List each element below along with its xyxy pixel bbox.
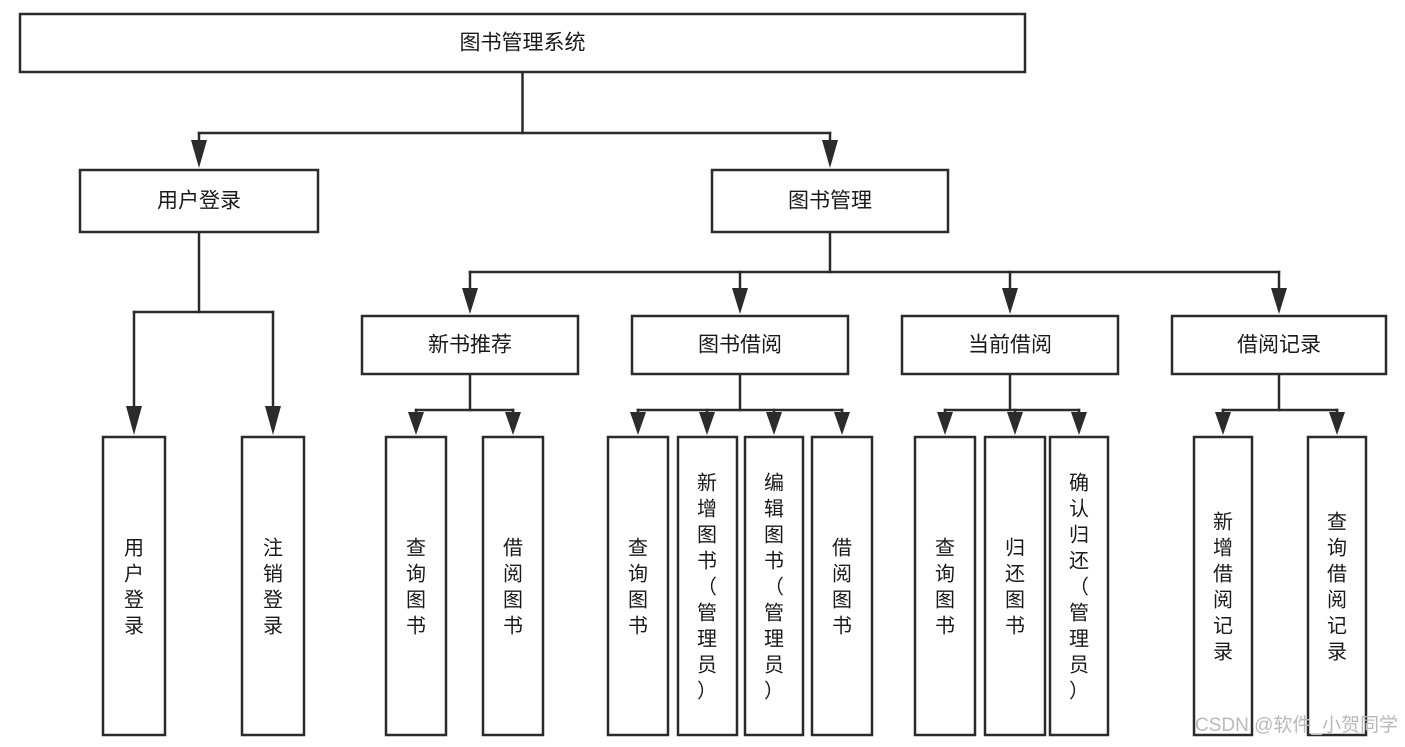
- arrowhead-book-borrow: [732, 288, 748, 314]
- node-user-login-box: [78, 168, 320, 234]
- node-leaf-query-borrow-record-label: 查询借阅记录: [1327, 510, 1347, 663]
- node-leaf-query-borrow-record[interactable]: 查询借阅记录: [1306, 435, 1368, 737]
- node-current-borrow-label: 当前借阅: [968, 334, 1052, 357]
- arrowhead-leaf-edit-book: [766, 412, 782, 435]
- node-leaf-add-book[interactable]: 新增图书（管理员）: [676, 435, 739, 737]
- arrowhead-leaf-confirm-return: [1071, 412, 1087, 435]
- arrowhead-leaf-return-book: [1007, 412, 1023, 435]
- node-leaf-borrow-book-rec-label: 借阅图书: [503, 536, 523, 637]
- node-borrow-records[interactable]: 借阅记录: [1170, 314, 1388, 376]
- node-leaf-query-book-current-box: [913, 435, 977, 737]
- node-book-manage-label: 图书管理: [788, 190, 872, 213]
- node-leaf-add-borrow-record-box: [1192, 435, 1254, 737]
- node-user-login-label: 用户登录: [157, 190, 241, 213]
- arrowhead-leaf-query-book-borrow: [630, 412, 646, 435]
- node-leaf-user-logout-label: 注销登录: [263, 536, 283, 637]
- node-leaf-user-login-label: 用户登录: [124, 537, 144, 637]
- node-book-borrow-box: [630, 314, 850, 376]
- arrowhead-new-book-recommend: [462, 288, 478, 314]
- arrowhead-user-login: [191, 140, 207, 168]
- csdn-watermark: CSDN @软件_小贺同学: [1195, 714, 1398, 736]
- node-leaf-return-book-box: [983, 435, 1047, 737]
- node-leaf-user-logout[interactable]: 注销登录: [240, 435, 306, 737]
- node-book-borrow-label: 图书借阅: [698, 334, 782, 357]
- node-leaf-user-login[interactable]: 用户登录: [101, 435, 167, 737]
- arrowhead-leaf-add-book: [699, 412, 715, 435]
- node-leaf-query-book-current[interactable]: 查询图书: [913, 435, 977, 737]
- node-leaf-query-book-rec[interactable]: 查询图书: [384, 435, 448, 737]
- node-leaf-confirm-return[interactable]: 确认归还（管理员）: [1048, 435, 1110, 737]
- node-book-borrow[interactable]: 图书借阅: [630, 314, 850, 376]
- node-leaf-query-book-borrow-label: 查询图书: [628, 536, 648, 637]
- node-leaf-edit-book[interactable]: 编辑图书（管理员）: [743, 435, 805, 737]
- arrowhead-leaf-query-book-rec: [408, 412, 424, 435]
- arrowhead-book-manage: [822, 140, 838, 168]
- node-leaf-add-book-box: [676, 435, 739, 737]
- node-root[interactable]: 图书管理系统: [18, 12, 1027, 74]
- arrowhead-leaf-query-borrow-record: [1329, 412, 1345, 435]
- arrowhead-leaf-borrow-book-rec: [505, 412, 521, 435]
- node-root-box: [18, 12, 1027, 74]
- node-user-login[interactable]: 用户登录: [78, 168, 320, 234]
- node-book-manage-box: [710, 168, 950, 234]
- node-borrow-records-label: 借阅记录: [1237, 334, 1321, 357]
- node-leaf-query-book-borrow-box: [606, 435, 670, 737]
- node-leaf-borrow-book-label: 借阅图书: [832, 536, 852, 637]
- node-leaf-add-borrow-record[interactable]: 新增借阅记录: [1192, 435, 1254, 737]
- node-leaf-add-borrow-record-label: 新增借阅记录: [1213, 510, 1233, 663]
- node-leaf-query-book-rec-label: 查询图书: [406, 536, 426, 637]
- arrowhead-leaf-add-borrow-record: [1215, 412, 1231, 435]
- arrowhead-current-borrow: [1002, 288, 1018, 314]
- node-new-book-recommend[interactable]: 新书推荐: [360, 314, 580, 376]
- arrowhead-leaf-user-logout: [265, 406, 281, 435]
- node-leaf-user-login-box: [101, 435, 167, 737]
- node-leaf-add-book-label: 新增图书（管理员）: [697, 471, 717, 702]
- node-leaf-borrow-book[interactable]: 借阅图书: [810, 435, 874, 737]
- node-leaf-edit-book-box: [743, 435, 805, 737]
- node-leaf-return-book[interactable]: 归还图书: [983, 435, 1047, 737]
- arrowhead-leaf-user-login: [126, 406, 142, 435]
- arrowhead-borrow-records: [1271, 288, 1287, 314]
- node-leaf-borrow-book-box: [810, 435, 874, 737]
- node-root-label: 图书管理系统: [460, 32, 586, 55]
- node-book-manage[interactable]: 图书管理: [710, 168, 950, 234]
- node-new-book-recommend-label: 新书推荐: [428, 334, 512, 357]
- node-borrow-records-box: [1170, 314, 1388, 376]
- node-leaf-user-logout-box: [240, 435, 306, 737]
- connector-lines: [126, 70, 1345, 435]
- arrowhead-leaf-borrow-book: [834, 412, 850, 435]
- node-leaf-query-book-current-label: 查询图书: [935, 536, 955, 637]
- node-leaf-borrow-book-rec-box: [481, 435, 545, 737]
- node-leaf-return-book-label: 归还图书: [1005, 536, 1025, 637]
- node-leaf-confirm-return-box: [1048, 435, 1110, 737]
- node-leaf-confirm-return-label: 确认归还（管理员）: [1069, 471, 1089, 702]
- arrowhead-leaf-query-book-current: [937, 412, 953, 435]
- node-current-borrow-box: [900, 314, 1120, 376]
- node-leaf-query-book-borrow[interactable]: 查询图书: [606, 435, 670, 737]
- node-leaf-query-borrow-record-box: [1306, 435, 1368, 737]
- node-leaf-edit-book-label: 编辑图书（管理员）: [764, 471, 784, 702]
- node-leaf-query-book-rec-box: [384, 435, 448, 737]
- node-current-borrow[interactable]: 当前借阅: [900, 314, 1120, 376]
- node-new-book-recommend-box: [360, 314, 580, 376]
- node-leaf-borrow-book-rec[interactable]: 借阅图书: [481, 435, 545, 737]
